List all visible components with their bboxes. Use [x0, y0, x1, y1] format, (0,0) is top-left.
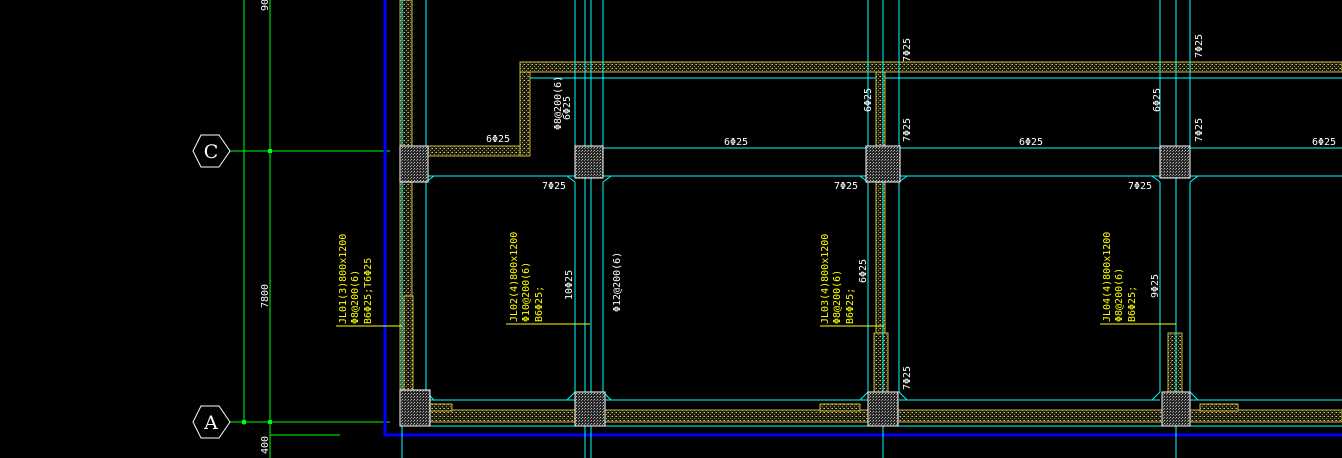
beam-label-jl03: JL03(4)800x1200 Φ8@200(6) B6Φ25;	[820, 234, 856, 324]
beam-jl03-line1: JL03(4)800x1200	[820, 234, 831, 324]
dimension-top-label: 900	[260, 0, 271, 11]
column-rebar-col-b: 6Φ25	[562, 96, 573, 120]
leader-lines	[336, 323, 1176, 327]
column-a1	[399, 389, 431, 427]
stirrup-middle: Φ12@200(6)	[612, 252, 623, 312]
beam-jl01-line3: B6Φ25;T6Φ25	[363, 258, 374, 324]
column-rebar-c1-mid: 7Φ25	[902, 118, 913, 142]
beam-label-jl01: JL01(3)800x1200 Φ8@200(6) B6Φ25;T6Φ25	[338, 234, 374, 324]
beam-outlines	[400, 0, 1342, 458]
dimension-bottom-label: 400	[260, 436, 271, 454]
axis-bubble-a: A	[192, 405, 231, 439]
column-rebar-c2-top: 7Φ25	[1194, 34, 1205, 58]
dimension-lines	[230, 0, 390, 458]
dimension-span-label: 7800	[260, 284, 271, 308]
beam-jl04-line3: B6Φ25;	[1127, 286, 1138, 322]
dimension-ticks	[242, 149, 272, 424]
column-rebar-col1-lower: 6Φ25	[858, 259, 869, 283]
column-a2	[574, 391, 606, 427]
axis-bubble-c: C	[192, 134, 231, 168]
bottom-rebar-3: 7Φ25	[1128, 181, 1152, 192]
beam-label-jl04: JL04(4)800x1200 Φ8@200(6) B6Φ25;	[1102, 232, 1138, 322]
beam-jl04-line2: Φ8@200(6)	[1114, 268, 1125, 322]
beam-jl04-line1: JL04(4)800x1200	[1102, 232, 1113, 322]
stirrup-small-top: Φ8@200(6)	[553, 76, 564, 130]
beam-jl02-line3: B6Φ25;	[534, 286, 545, 322]
beam-jl03-line3: B6Φ25;	[845, 288, 856, 324]
column-rebar-col-a: 10Φ25	[564, 270, 575, 300]
column-c3	[865, 145, 901, 183]
column-rebar-c1-top: 7Φ25	[902, 38, 913, 62]
column-rebar-c2-mid: 7Φ25	[1194, 118, 1205, 142]
column-c2	[574, 145, 604, 179]
site-boundary-line	[383, 0, 1342, 437]
beam-jl02-line2: Φ10@200(6)	[521, 262, 532, 322]
top-rebar-left: 6Φ25	[486, 134, 510, 145]
column-c1	[399, 145, 429, 183]
axis-a-label: A	[203, 412, 218, 434]
top-rebar-mid2: 6Φ25	[1019, 137, 1043, 148]
column-a4	[1161, 391, 1191, 427]
beam-jl03-line2: Φ8@200(6)	[832, 270, 843, 324]
bottom-rebar-1: 7Φ25	[542, 181, 566, 192]
column-rebar-c1-bottom: 7Φ25	[902, 366, 913, 390]
beam-jl01-line1: JL01(3)800x1200	[338, 234, 349, 324]
axis-c-label: C	[204, 141, 219, 163]
column-rebar-col1-upper: 6Φ25	[863, 88, 874, 112]
foundation-walls	[399, 0, 1342, 423]
beam-label-jl02: JL02(4)800x1200 Φ10@200(6) B6Φ25;	[509, 232, 545, 322]
column-c4	[1159, 145, 1191, 179]
top-rebar-mid1: 6Φ25	[724, 137, 748, 148]
column-a3	[867, 391, 899, 427]
column-rebar-col2-upper: 6Φ25	[1152, 88, 1163, 112]
columns	[399, 145, 1191, 427]
beam-jl02-line1: JL02(4)800x1200	[509, 232, 520, 322]
top-rebar-right: 6Φ25	[1312, 137, 1336, 148]
beam-jl01-line2: Φ8@200(6)	[350, 270, 361, 324]
bottom-rebar-2: 7Φ25	[834, 181, 858, 192]
column-rebar-col-c: 9Φ25	[1150, 274, 1161, 298]
